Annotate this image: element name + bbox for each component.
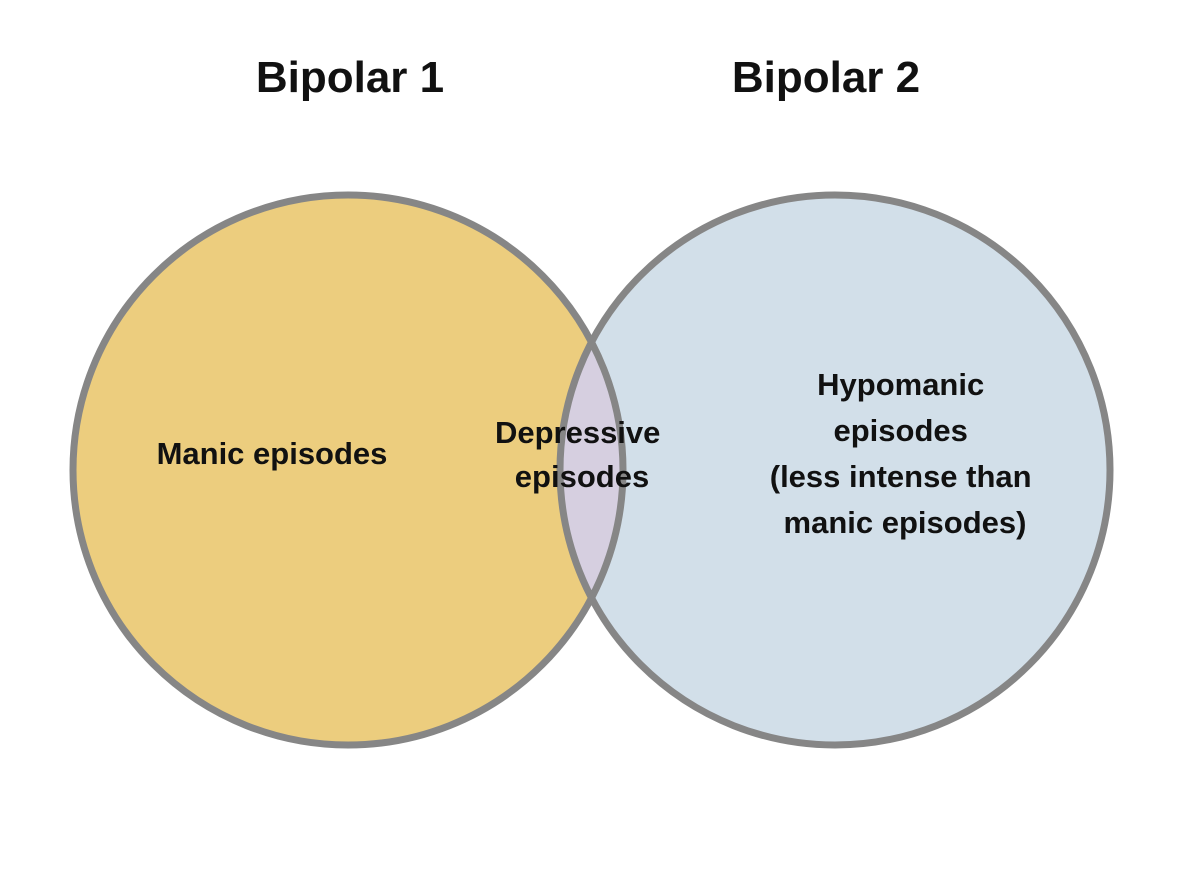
depressive-episodes-line-2: episodes — [515, 459, 649, 494]
bipolar-2-outline — [556, 191, 1114, 749]
bipolar-1-outline — [69, 191, 627, 749]
bipolar-1-circle — [73, 195, 623, 745]
hypomanic-episodes-line-2: episodes — [833, 413, 967, 448]
manic-episodes-line-1: Manic episodes — [157, 436, 388, 471]
hypomanic-episodes-line-4: manic episodes) — [784, 505, 1027, 540]
depressive-episodes-label: Depressive episodes — [495, 415, 669, 494]
hypomanic-episodes-label: Hypomanic episodes (less intense than ma… — [770, 367, 1040, 540]
manic-episodes-label: Manic episodes — [157, 436, 388, 471]
hypomanic-episodes-line-1: Hypomanic — [817, 367, 984, 402]
depressive-episodes-line-1: Depressive — [495, 415, 660, 450]
bipolar-2-circle — [560, 195, 1110, 745]
bipolar-2-title: Bipolar 2 — [732, 53, 920, 102]
bipolar-1-title: Bipolar 1 — [256, 53, 444, 102]
hypomanic-episodes-line-3: (less intense than — [770, 459, 1032, 494]
